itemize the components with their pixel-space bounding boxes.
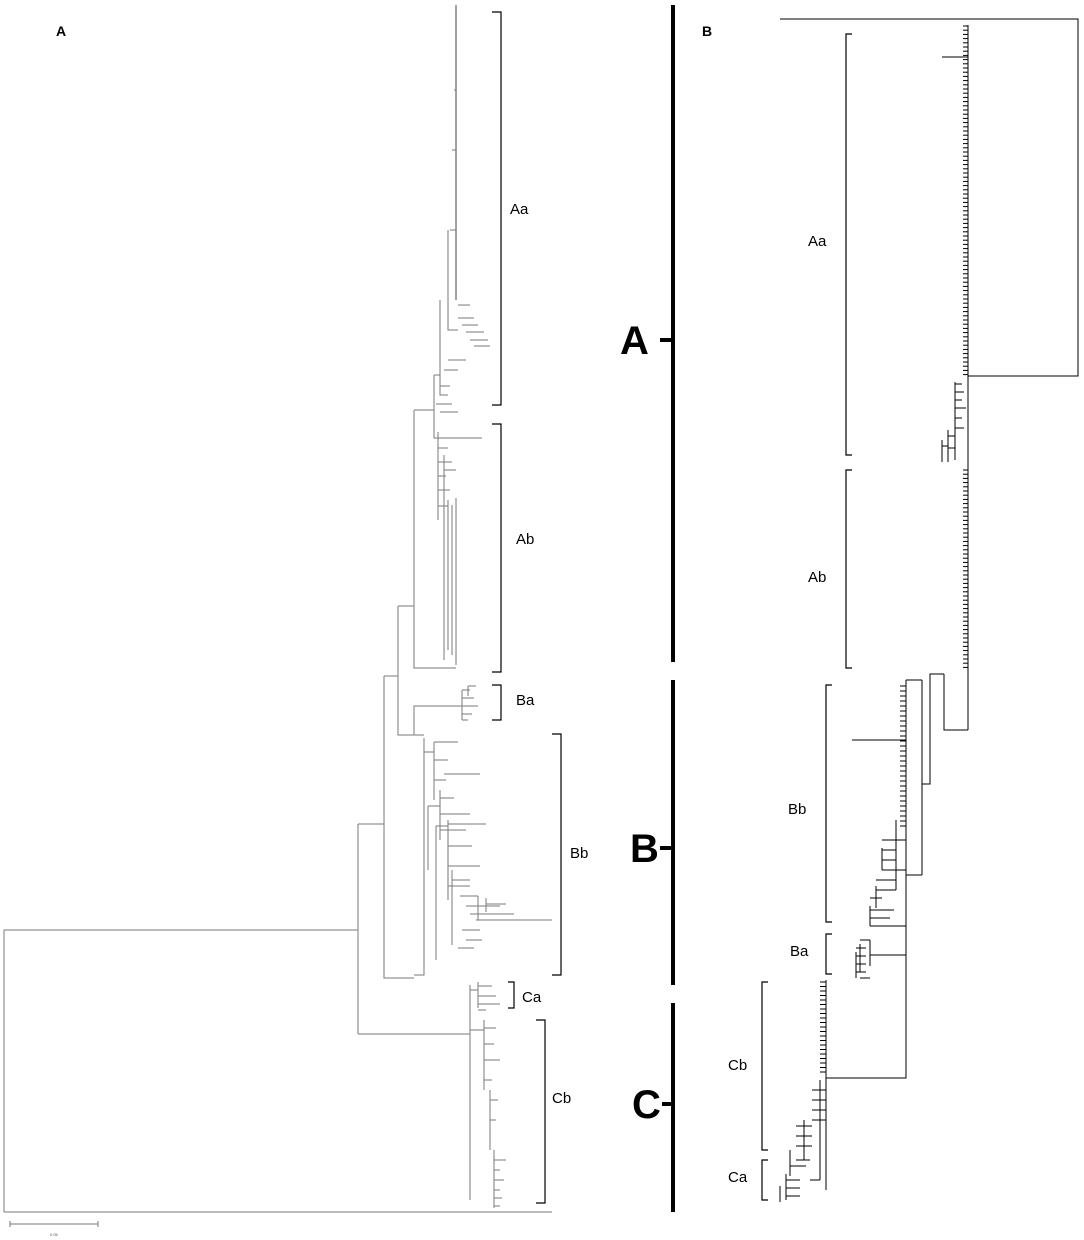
tree-b-bb-clusters [869,820,906,927]
clade-label-b-bb: Bb [788,801,806,818]
tree-a-bb-mid-2 [435,820,486,960]
tree-a-bb-mid [427,773,480,870]
bracket-b-ab [845,469,852,669]
tree-a-node-aa-1 [439,300,448,396]
tree-a-ca-leaves [470,982,500,1011]
clade-label-a-ba: Ba [516,692,535,709]
clade-label-b-aa: Aa [808,233,827,250]
bracket-a-bb [552,733,562,976]
scale-bar-line [9,1221,99,1227]
clade-label-a-ca: Ca [522,989,542,1006]
tree-a-branch-ba [413,705,462,735]
tree-b-node-ab [922,673,944,785]
bracket-a-ab [492,423,502,673]
tree-b-node-bc [826,955,907,1079]
clade-label-a-bb: Bb [570,845,588,862]
panel-a-letter: A [56,23,66,39]
bracket-a-cb [536,1019,546,1204]
clade-label-a-cb: Cb [552,1090,571,1107]
tree-a-node-ab-sub [433,375,482,439]
tree-a-bb-lower [451,870,552,949]
tree-b-ba-leaves [855,939,871,979]
panel-a-tree [3,5,552,1213]
tree-a-node-a [397,606,414,736]
scale-bar-label: 0.05 [50,1232,59,1237]
panel-b-tree [779,18,1079,1202]
tree-b-aa-tail [941,382,966,462]
tree-a-ab-leaves [437,432,457,665]
bracket-a-ca [508,981,515,1009]
scale-bar: 0.05 [9,1221,99,1237]
tree-a-cb-upper [470,1020,500,1150]
group-label-b: B [630,827,659,871]
tree-a-node-aa-2 [447,230,458,331]
group-label-c: C [632,1083,661,1127]
panel-a-brackets [492,11,562,1204]
tree-b-c-clusters [779,1080,826,1202]
bracket-b-bb [825,684,832,923]
group-bars [660,5,675,1212]
tree-a-cb-lower [493,1150,506,1208]
bracket-b-ba [825,933,832,975]
tree-a-node-bb [414,738,425,976]
tree-a-node-aa-ab [413,410,456,669]
clade-label-b-ca: Ca [728,1169,748,1186]
bracket-a-ba [492,684,502,721]
clade-label-b-ba: Ba [790,943,809,960]
group-label-a: A [620,319,649,363]
panel-b-brackets [761,33,852,1201]
tree-a-bb-upper [424,741,458,800]
bracket-a-aa [492,11,502,406]
clade-label-b-ab: Ab [808,569,826,586]
clade-label-a-aa: Aa [510,201,529,218]
bracket-b-cb [761,981,768,1151]
tree-b-root [780,18,1079,377]
tree-a-aa-leaves-lower [436,304,490,413]
panel-b-letter: B [702,23,712,39]
clade-label-b-cb: Cb [728,1057,747,1074]
panel-b-leaf-ticks [820,25,968,1073]
tree-a-root-branch [3,929,358,1212]
tree-b-node-a [943,674,968,731]
clade-label-a-ab: Ab [516,531,534,548]
bracket-b-ca [761,1159,768,1201]
tree-a-aa-leaves-upper [450,89,456,231]
tree-a-ba-leaves [461,685,478,721]
tree-a-bb-lower-2 [477,896,506,920]
tree-a-node-ab [383,676,414,979]
tree-b-node-b [870,679,922,956]
bracket-b-aa [845,33,852,456]
